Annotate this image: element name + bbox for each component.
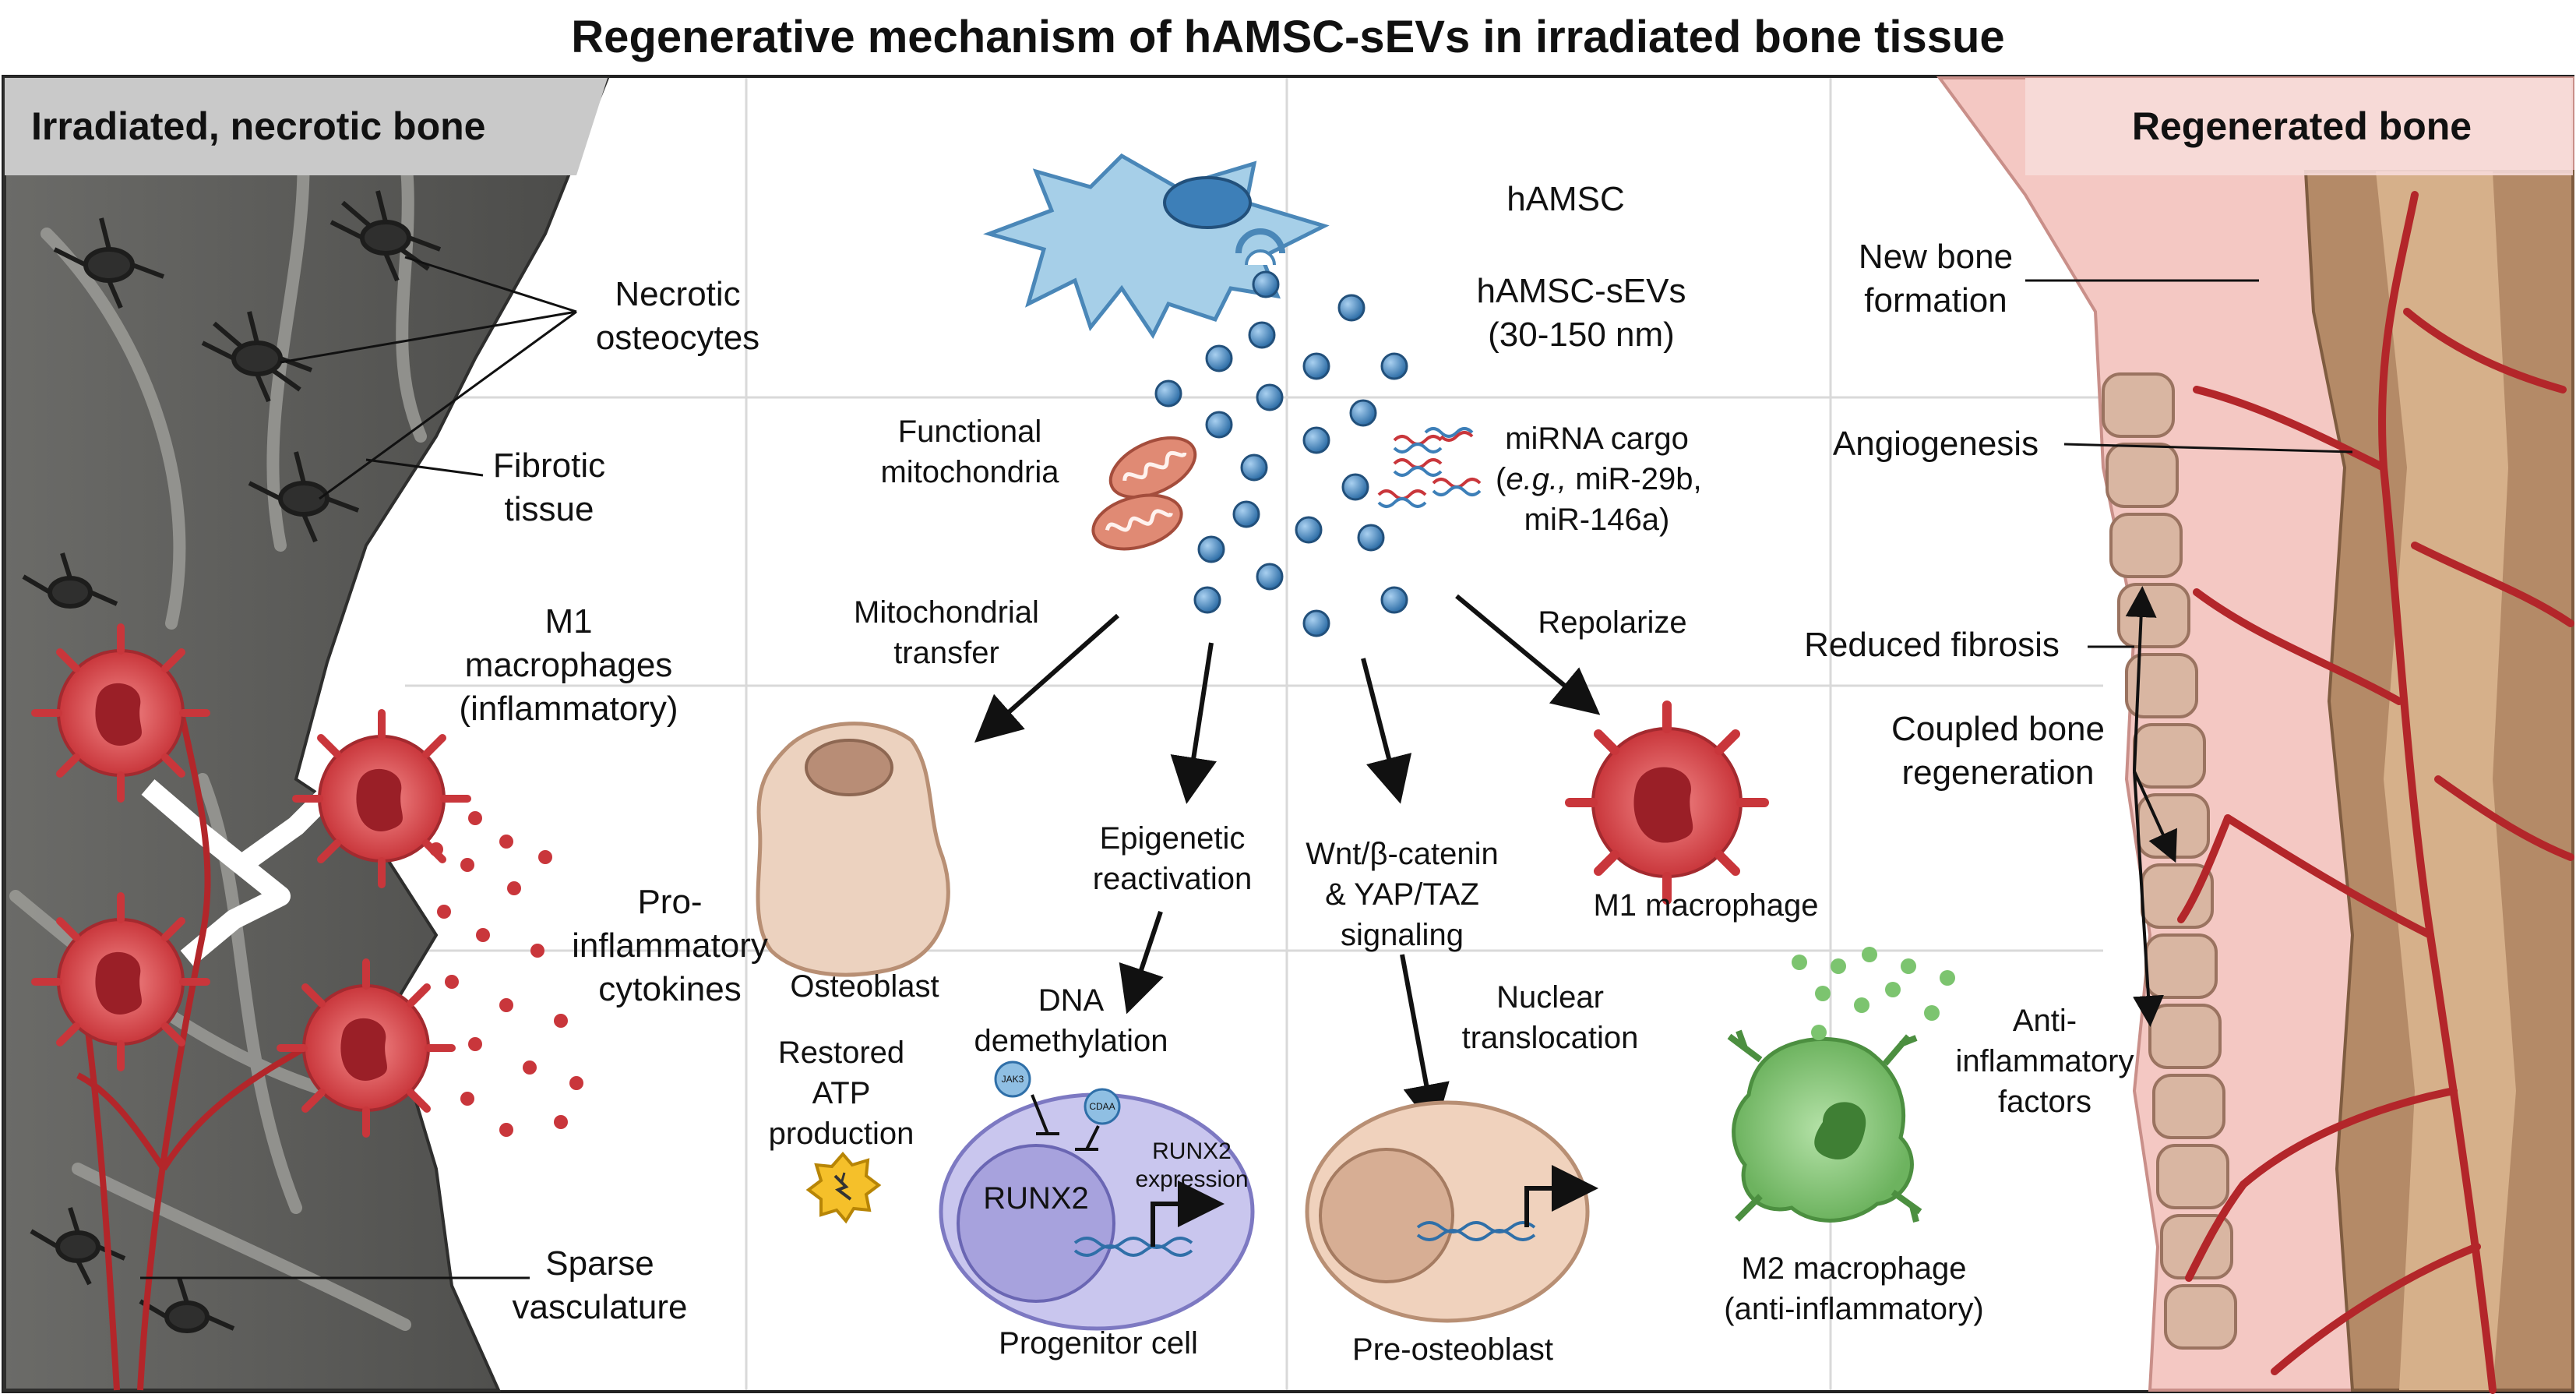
m1-macrophage-center [1565, 701, 1769, 905]
right-arrows [2125, 586, 2177, 1027]
label-m2-macrophage: M2 macrophage (anti-inflammatory) [1724, 1251, 1984, 1326]
label-m1-macrophage-center: M1 macrophage [1593, 888, 1819, 923]
pre-osteoblast-cell [1305, 1100, 1598, 1323]
label-jak3: JAK3 [1001, 1074, 1024, 1085]
necrotic-osteocytes [22, 190, 442, 1333]
label-hamsc-sevs: hAMSC-sEVs (30-150 nm) [1476, 272, 1686, 354]
label-cdaa: CDAA [1089, 1101, 1115, 1112]
label-reduced-fibrosis: Reduced fibrosis [1804, 626, 2060, 664]
center-arrows [974, 594, 1601, 1131]
label-antiinflammatory-factors: Anti- inflammatory factors [1955, 1004, 2134, 1119]
label-repolarize: Repolarize [1538, 605, 1687, 640]
label-proinflammatory-cytokines: Pro- inflammatory cytokines [572, 883, 768, 1008]
proinflammatory-cytokines [429, 811, 583, 1137]
label-necrotic-osteocytes: Necrotic osteocytes [595, 275, 760, 357]
mirna-strands [1377, 427, 1482, 508]
antiinflammatory-factors [1792, 947, 1955, 1040]
regenerated-bone-panel [1936, 76, 2574, 1394]
label-progenitor-cell: Progenitor cell [999, 1326, 1198, 1360]
right-header-band [2025, 78, 2573, 175]
label-pre-osteoblast: Pre-osteoblast [1352, 1332, 1553, 1367]
progenitor-cell [939, 1060, 1255, 1331]
mitochondria [1091, 436, 1197, 551]
center-grid [405, 78, 2103, 1390]
label-dna-demethylation: DNA demethylation [974, 983, 1168, 1058]
label-m1-macrophages: M1 macrophages (inflammatory) [459, 602, 678, 728]
extracellular-vesicles [1154, 270, 1408, 637]
label-runx2-expression: RUNX2 expression [1135, 1138, 1249, 1192]
label-angiogenesis: Angiogenesis [1832, 425, 2039, 463]
right-leader-lines [2025, 279, 2353, 648]
label-functional-mitochondria: Functional mitochondria [880, 415, 1059, 489]
hamsc-cell [983, 153, 1330, 339]
label-osteoblast: Osteoblast [790, 969, 939, 1004]
osteoblast-cell [756, 722, 950, 977]
right-panel-header: Regenerated bone [2131, 104, 2472, 148]
left-leader-lines [140, 256, 577, 1279]
label-mirna-cargo: miRNA cargo (e.g., miR-29b, miR-146a) [1496, 422, 1702, 537]
m2-macrophage [1727, 1029, 1922, 1223]
diagram-title: Regenerative mechanism of hAMSC-sEVs in … [571, 12, 2005, 62]
necrotic-bone-panel [3, 76, 610, 1392]
label-wnt-signaling: Wnt/β-catenin & YAP/TAZ signaling [1306, 837, 1499, 952]
label-coupled-bone-regeneration: Coupled bone regeneration [1891, 710, 2105, 792]
label-sparse-vasculature: Sparse vasculature [512, 1244, 688, 1326]
label-epigenetic-reactivation: Epigenetic reactivation [1092, 821, 1253, 896]
label-nuclear-translocation: Nuclear translocation [1461, 980, 1639, 1055]
label-fibrotic-tissue: Fibrotic tissue [492, 446, 606, 528]
label-restored-atp: Restored ATP production [768, 1036, 914, 1151]
label-new-bone-formation: New bone formation [1858, 238, 2014, 319]
m1-macrophages-left [31, 623, 471, 1138]
label-runx2-nucleus: RUNX2 [983, 1181, 1089, 1216]
label-mitochondrial-transfer: Mitochondrial transfer [854, 595, 1039, 670]
left-header-band [5, 78, 608, 175]
atp-burst-icon [805, 1151, 882, 1224]
left-panel-header: Irradiated, necrotic bone [31, 104, 486, 148]
label-hamsc: hAMSC [1506, 180, 1625, 218]
new-vessels [2177, 191, 2574, 1394]
